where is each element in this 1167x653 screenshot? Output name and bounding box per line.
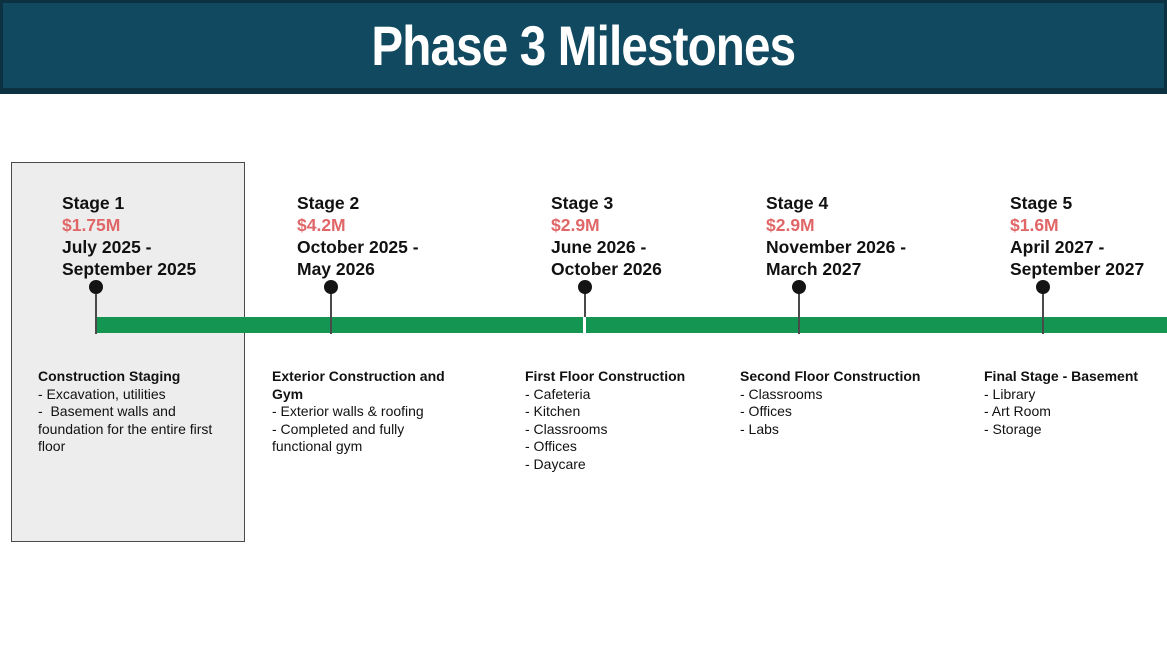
- stage-description-item: - Cafeteria: [525, 385, 591, 402]
- stage-description-title: Exterior Construction and Gym: [272, 368, 445, 402]
- stage-description-title: Final Stage - Basement: [984, 368, 1139, 384]
- stage-date-line2: March 2027: [766, 259, 862, 279]
- milestone-dot-icon: [1036, 280, 1050, 294]
- stage-date-line1: June 2026 -: [551, 237, 647, 257]
- stage-cost: $2.9M: [551, 215, 600, 235]
- stage-name: Stage 2: [297, 193, 360, 213]
- milestone-dot-icon: [578, 280, 592, 294]
- stage-description: Second Floor Construction - Classrooms -…: [740, 368, 940, 438]
- stage-date-line1: October 2025 -: [297, 237, 419, 257]
- stage-description-item: - Labs: [740, 420, 779, 437]
- milestone-connector-line: [584, 292, 586, 317]
- stage-description-item: - Storage: [984, 420, 1042, 437]
- stage-description-item: - Exterior walls & roofing: [272, 403, 424, 419]
- stage-description-item: - Kitchen: [525, 403, 581, 419]
- stage-date-line1: November 2026 -: [766, 237, 907, 257]
- stage-cost: $4.2M: [297, 215, 346, 235]
- stage-description-title: Second Floor Construction: [740, 368, 921, 384]
- stage-header: Stage 2 $4.2M October 2025 - May 2026: [297, 192, 467, 280]
- stage-description-item: - Art Room: [984, 403, 1051, 419]
- stage-description-item: - Completed and fully functional gym: [272, 420, 409, 455]
- stage1-highlight-box: [11, 162, 245, 542]
- stage-description-item: - Daycare: [525, 455, 586, 472]
- stage-description: Final Stage - Basement - Library - Art R…: [984, 368, 1162, 438]
- milestone-dot-icon: [324, 280, 338, 294]
- stage-description-item: - Library: [984, 385, 1036, 402]
- stage-date-line1: April 2027 -: [1010, 237, 1105, 257]
- stage-date-line2: May 2026: [297, 259, 375, 279]
- stage-cost: $2.9M: [766, 215, 815, 235]
- stage-description-item: - Classrooms: [525, 420, 608, 437]
- stage-description-item: - Offices: [740, 403, 792, 419]
- stage-name: Stage 3: [551, 193, 614, 213]
- stage-description-item: - Classrooms: [740, 385, 823, 402]
- stage-date-line2: October 2026: [551, 259, 662, 279]
- stage-name: Stage 4: [766, 193, 829, 213]
- header-banner: Phase 3 Milestones: [0, 0, 1167, 94]
- stage-description-item: - Offices: [525, 438, 577, 454]
- milestone-dot-icon: [792, 280, 806, 294]
- stage-cost: $1.6M: [1010, 215, 1059, 235]
- stage-name: Stage 5: [1010, 193, 1073, 213]
- timeline-bar-segment-1: [97, 317, 583, 333]
- timeline-bar-segment-2: [586, 317, 1167, 333]
- stage-header: Stage 5 $1.6M April 2027 - September 202…: [1010, 192, 1167, 280]
- stage-description: First Floor Construction - Cafeteria - K…: [525, 368, 715, 473]
- page-title: Phase 3 Milestones: [371, 14, 797, 77]
- stage-header: Stage 3 $2.9M June 2026 - October 2026: [551, 192, 721, 280]
- stage-date-line2: September 2027: [1010, 259, 1145, 279]
- stage-description: Exterior Construction and Gym - Exterior…: [272, 368, 462, 456]
- stage-header: Stage 4 $2.9M November 2026 - March 2027: [766, 192, 936, 280]
- stage-description-title: First Floor Construction: [525, 368, 686, 384]
